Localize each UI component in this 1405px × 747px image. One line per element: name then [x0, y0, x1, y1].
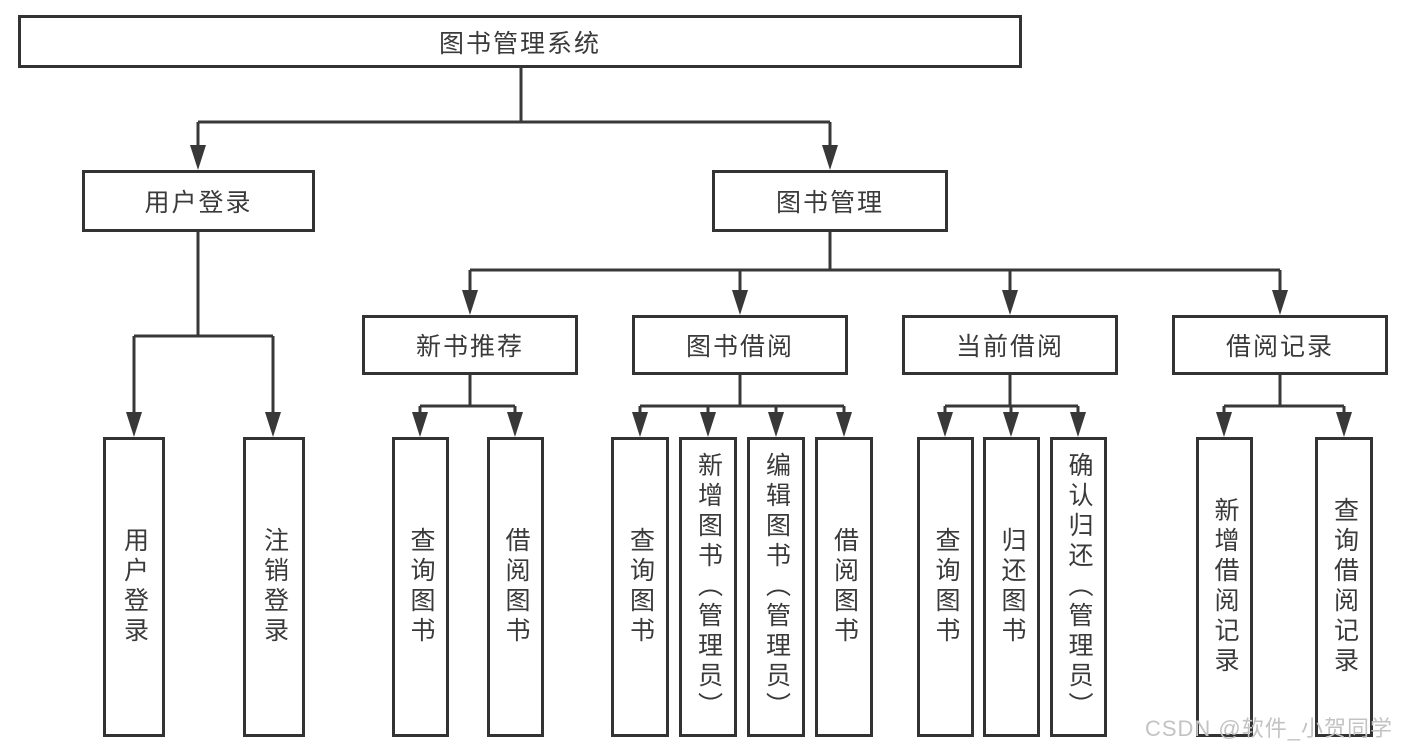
- node-book-management-branch: 图书管理: [712, 170, 948, 232]
- leaf-query-books-borrowing: 查询图书: [611, 437, 669, 737]
- leaf-label: 新增图书（管理员）: [694, 452, 723, 722]
- leaf-label: 查询图书: [407, 527, 435, 647]
- node-label: 当前借阅: [955, 333, 1064, 361]
- leaf-query-books-current: 查询图书: [917, 437, 974, 737]
- node-book-borrowing: 图书借阅: [632, 315, 848, 375]
- leaf-label: 归还图书: [998, 527, 1026, 647]
- leaf-label: 用户登录: [120, 527, 149, 647]
- node-current-borrowing: 当前借阅: [902, 315, 1118, 375]
- node-label: 图书借阅: [685, 333, 794, 361]
- node-borrowing-records: 借阅记录: [1172, 315, 1388, 375]
- leaf-label: 借阅图书: [830, 527, 859, 647]
- leaf-label: 编辑图书（管理员）: [762, 452, 791, 722]
- leaf-query-books-recommend: 查询图书: [392, 437, 449, 737]
- node-root-label: 图书管理系统: [438, 29, 601, 58]
- leaf-label: 注销登录: [260, 527, 289, 647]
- leaf-label: 查询图书: [932, 527, 960, 647]
- leaf-label: 查询借阅记录: [1330, 497, 1359, 677]
- leaf-label: 新增借阅记录: [1211, 497, 1239, 677]
- leaf-label: 确认归还（管理员）: [1065, 452, 1093, 722]
- leaf-logout: 注销登录: [243, 437, 305, 737]
- leaf-label: 借阅图书: [502, 527, 530, 647]
- leaf-confirm-return-admin: 确认归还（管理员）: [1050, 437, 1107, 737]
- leaf-add-borrow-record: 新增借阅记录: [1196, 437, 1253, 737]
- leaf-borrow-books: 借阅图书: [815, 437, 873, 737]
- leaf-query-borrow-record: 查询借阅记录: [1315, 437, 1373, 737]
- leaf-edit-books-admin: 编辑图书（管理员）: [747, 437, 805, 737]
- leaf-borrow-books-recommend: 借阅图书: [487, 437, 544, 737]
- leaf-add-books-admin: 新增图书（管理员）: [679, 437, 737, 737]
- node-label: 借阅记录: [1225, 333, 1334, 361]
- leaf-user-login: 用户登录: [103, 437, 165, 737]
- node-label: 用户登录: [144, 189, 253, 217]
- node-new-book-recommendation: 新书推荐: [362, 315, 578, 375]
- csdn-watermark: CSDN @软件_小贺同学: [1144, 716, 1393, 741]
- node-user-login-branch: 用户登录: [82, 170, 315, 232]
- leaf-return-books: 归还图书: [983, 437, 1040, 737]
- node-label: 新书推荐: [415, 333, 524, 361]
- node-label: 图书管理: [775, 189, 884, 217]
- node-root-system: 图书管理系统: [18, 15, 1022, 68]
- leaf-label: 查询图书: [626, 527, 655, 647]
